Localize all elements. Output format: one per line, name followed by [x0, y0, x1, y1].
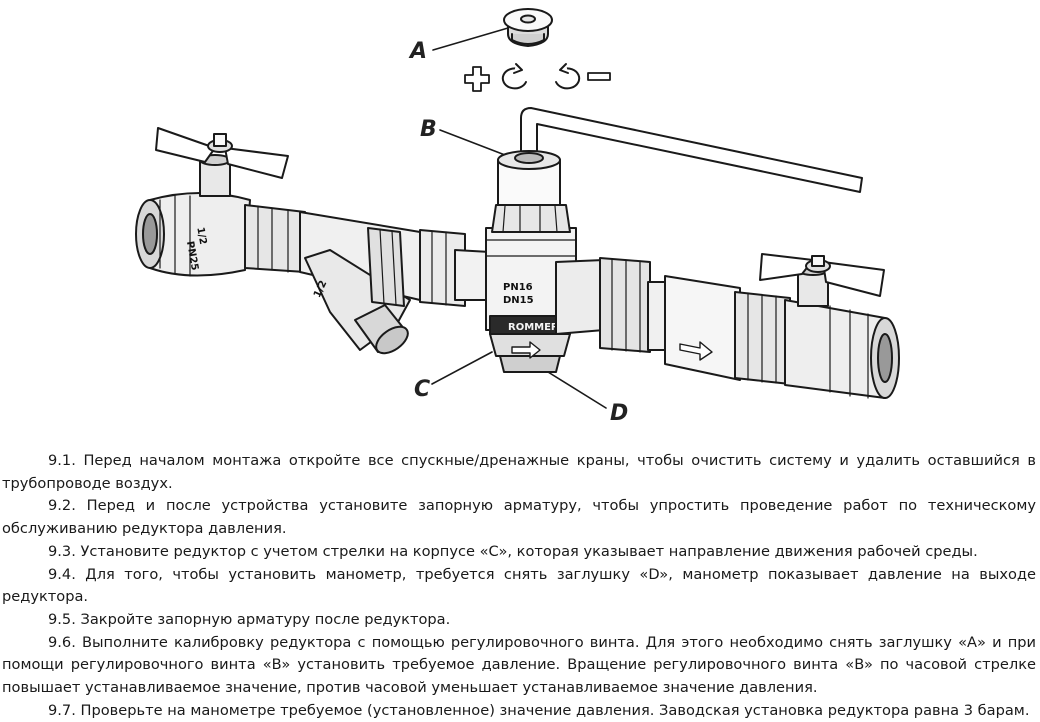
brand-stamp: ROMMER: [508, 322, 559, 333]
assembly-diagram: A B 1/2 PN25: [135, 8, 900, 426]
flow-arrow-icon: [679, 341, 713, 361]
hex-key: [520, 107, 863, 193]
label-b: B: [420, 117, 437, 142]
label-c: C: [414, 377, 430, 402]
rotate-clockwise-icon: [501, 63, 527, 90]
plus-icon: [464, 66, 490, 92]
valve-pn-stamp: PN25: [184, 240, 200, 271]
rotate-counterclockwise-icon: [555, 63, 581, 90]
plug-cap-a: [503, 8, 553, 47]
paragraph-9-2: 9.2. Перед и после устройства установите…: [2, 497, 1036, 538]
leader-line-c: [431, 351, 493, 385]
body-pn-stamp: PN16: [503, 282, 533, 293]
flow-arrow-icon: [511, 341, 541, 359]
paragraph-9-7: 9.7. Проверьте на манометре требуемое (у…: [48, 701, 1030, 719]
label-a: A: [408, 39, 427, 64]
valve-size-stamp: 1/2: [194, 226, 208, 245]
leader-line-d: [547, 371, 607, 409]
paragraph-9-5: 9.5. Закройте запорную арматуру после ре…: [48, 610, 451, 628]
leader-line-b: [439, 129, 506, 156]
leader-line-a: [432, 27, 509, 51]
label-d: D: [610, 401, 628, 426]
paragraph-9-1: 9.1. Перед началом монтажа откройте все …: [2, 452, 1036, 492]
pipe-assembly: 1/2 PN25 1/2 PN16 DN15 ROMMER: [135, 127, 900, 399]
paragraph-9-4: 9.4. Для того, чтобы установить манометр…: [2, 565, 1036, 606]
body-dn-stamp: DN15: [503, 295, 534, 306]
paragraph-9-6: 9.6. Выполните калибровку редуктора с по…: [2, 633, 1036, 697]
instruction-text: 9.1. Перед началом монтажа откройте все …: [2, 450, 1036, 722]
paragraph-9-3: 9.3. Установите редуктор с учетом стрелк…: [48, 542, 978, 560]
minus-icon: [587, 72, 611, 81]
